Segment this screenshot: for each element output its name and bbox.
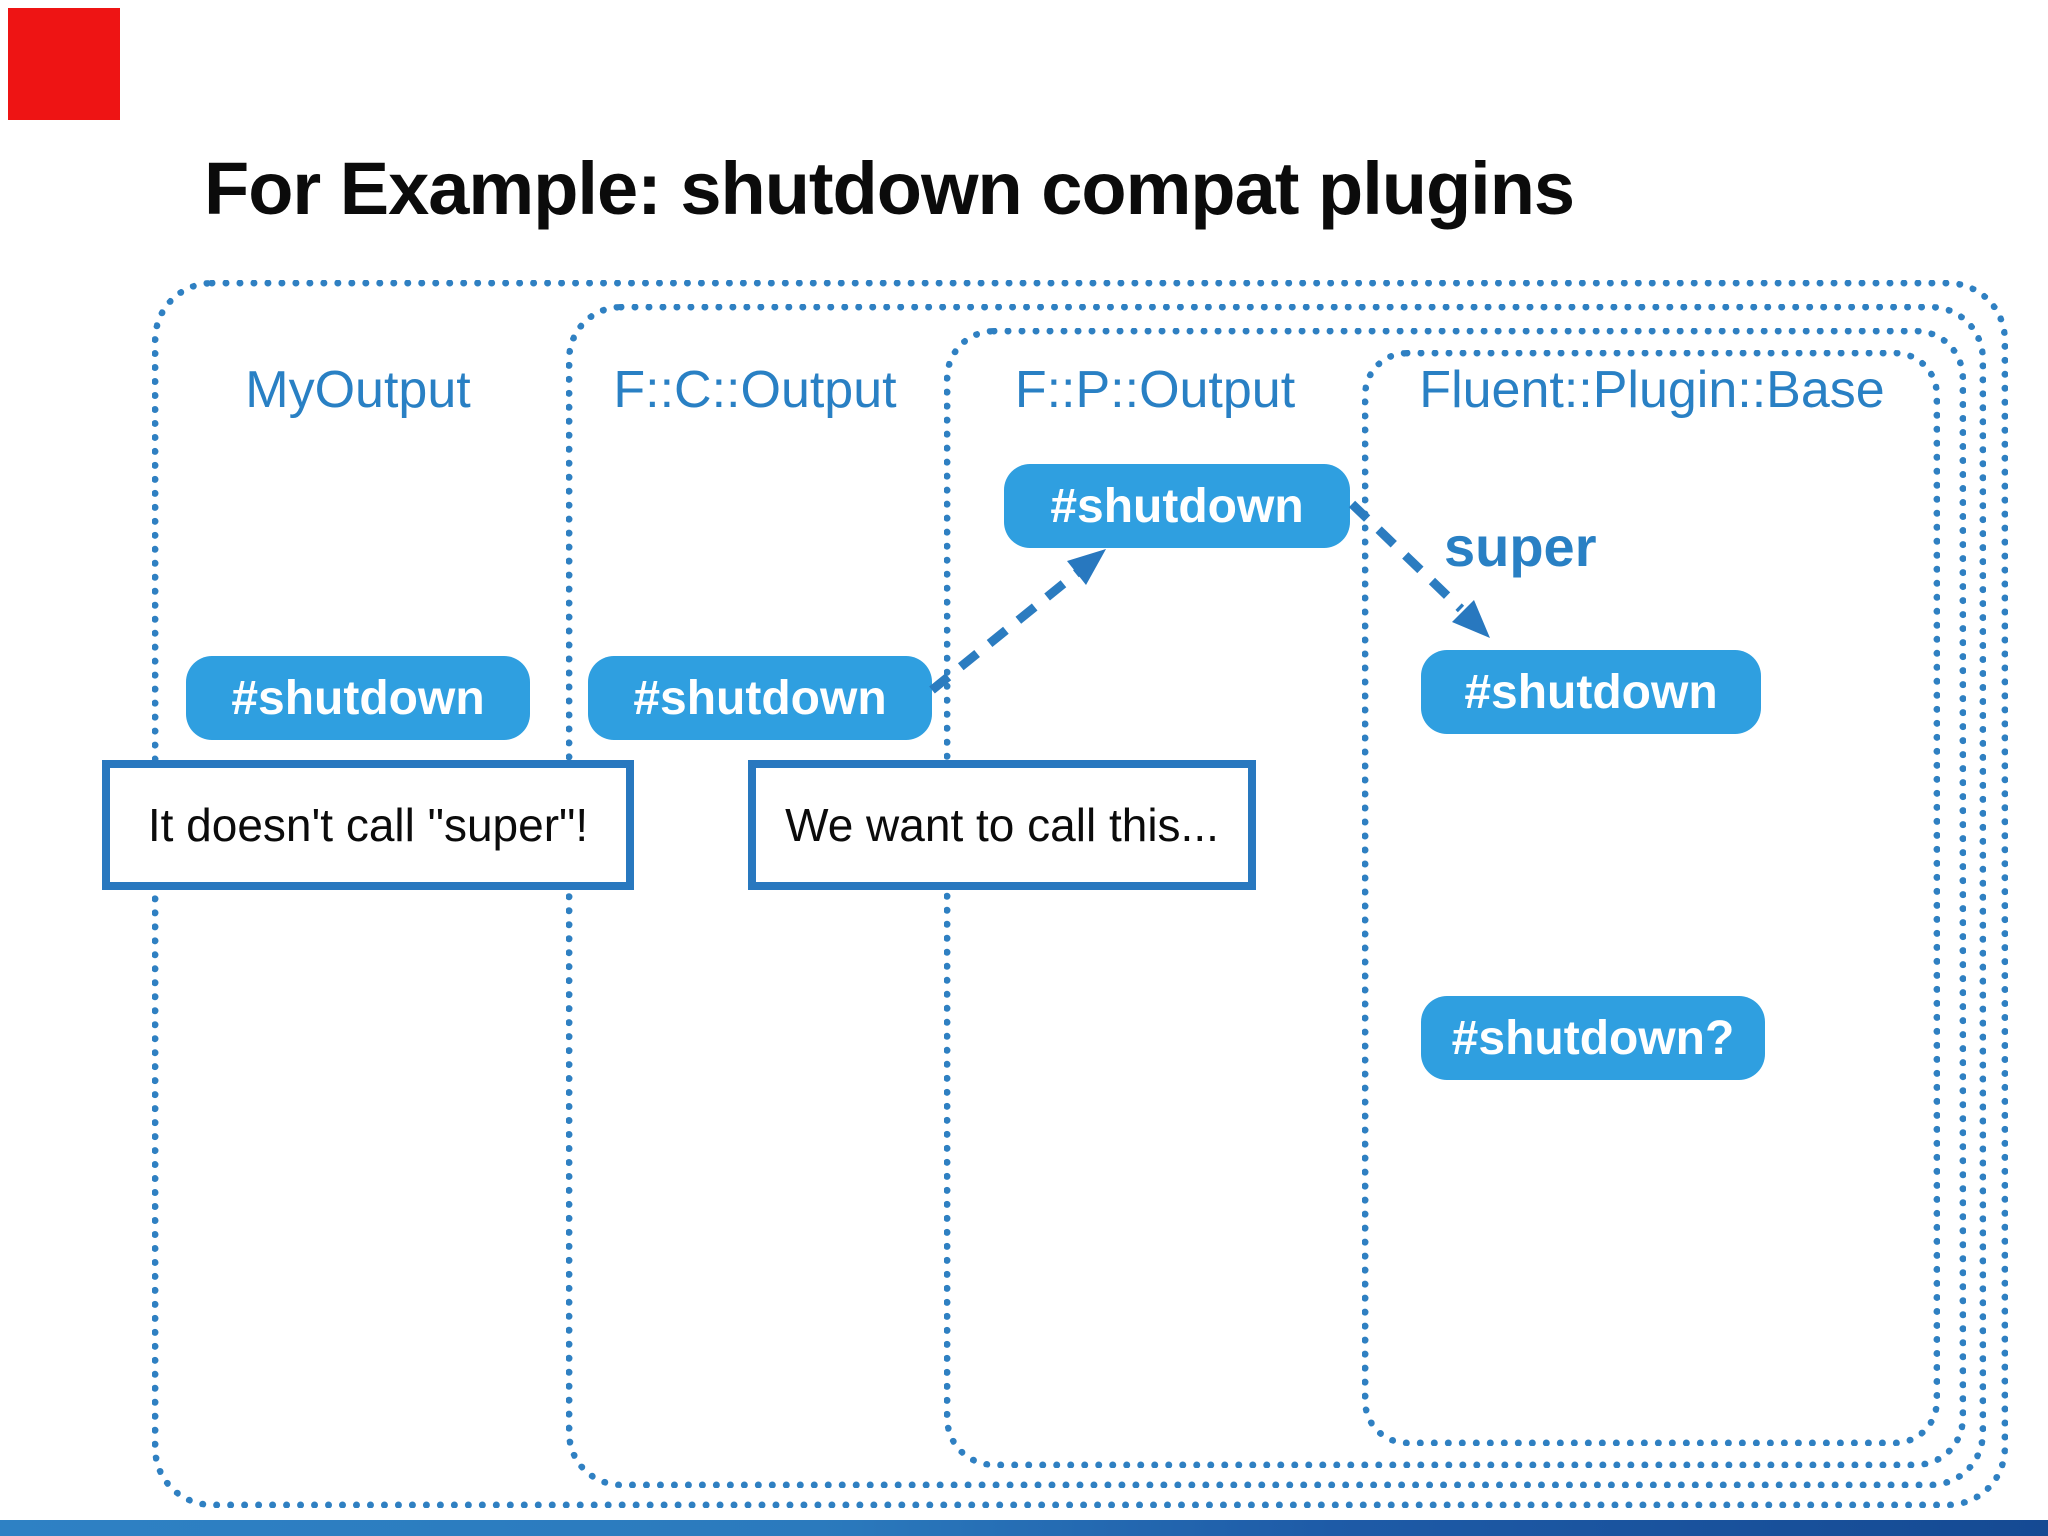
pill-base-shutdown: #shutdown [1421, 650, 1761, 734]
container-fp-output [944, 328, 1966, 1468]
callout-we-want-to-call: We want to call this... [748, 760, 1256, 890]
callout-doesnt-call-super: It doesn't call "super"! [102, 760, 634, 890]
pill-myoutput-shutdown: #shutdown [186, 656, 530, 740]
label-fluent-plugin-base: Fluent::Plugin::Base [1419, 361, 1885, 419]
pill-fc-output-shutdown: #shutdown [588, 656, 932, 740]
red-corner-marker [8, 8, 120, 120]
pill-base-shutdown-question: #shutdown? [1421, 996, 1765, 1080]
container-fc-output [566, 304, 1986, 1488]
slide-title: For Example: shutdown compat plugins [204, 147, 1575, 230]
label-fp-output: F::P::Output [1014, 361, 1296, 419]
bottom-accent-bar [0, 1520, 2048, 1536]
label-myoutput: MyOutput [245, 361, 471, 419]
container-fluent-plugin-base [1362, 350, 1940, 1446]
super-call-label: super [1444, 515, 1597, 578]
pill-fp-output-shutdown: #shutdown [1004, 464, 1350, 548]
label-fc-output: F::C::Output [613, 361, 897, 419]
container-myoutput [152, 280, 2008, 1508]
